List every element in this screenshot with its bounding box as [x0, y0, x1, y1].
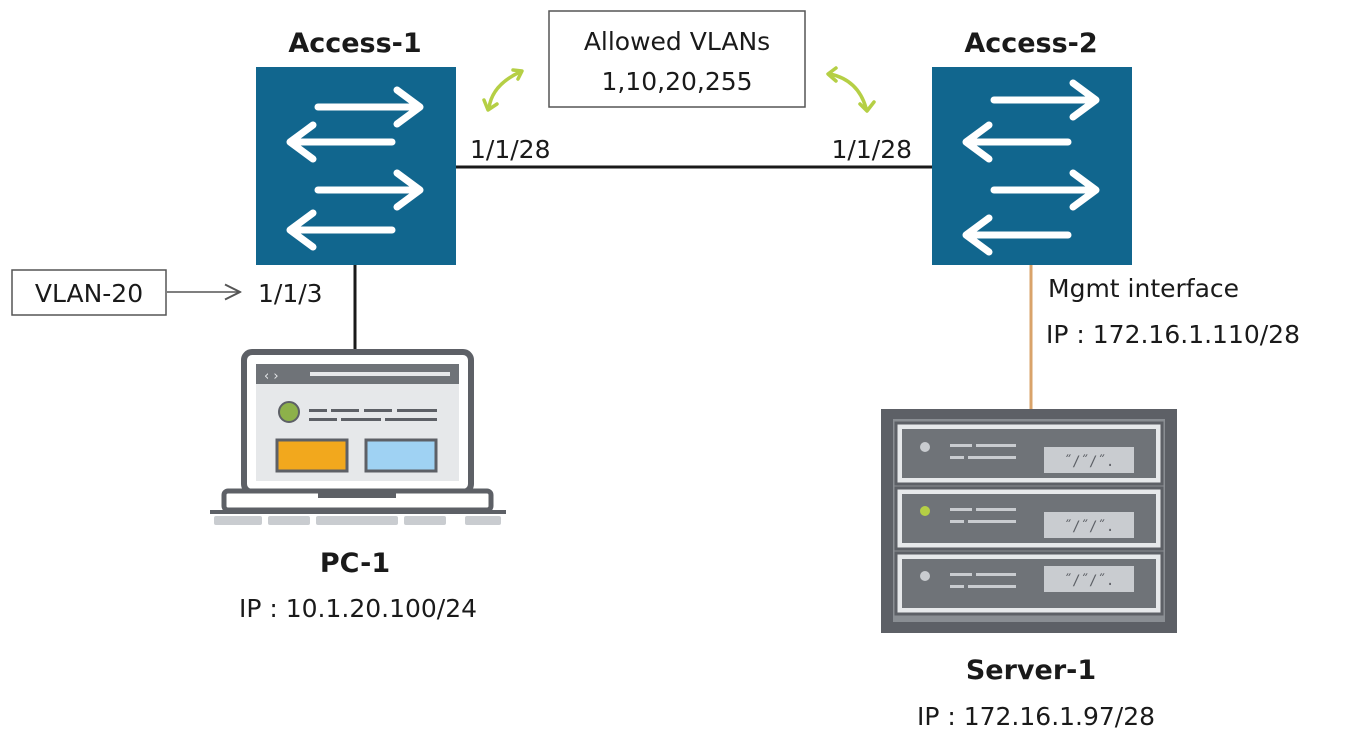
- laptop-icon: ‹ ›: [210, 349, 506, 525]
- access1-pc-port: 1/1/3: [258, 279, 323, 308]
- svg-text:‹ ›: ‹ ›: [264, 369, 279, 384]
- swap-arrows-icon: [482, 68, 524, 112]
- access2-label: Access-2: [964, 28, 1097, 59]
- switch-icon: [256, 67, 456, 265]
- allowed-vlans-box: Allowed VLANs 1,10,20,255: [548, 10, 806, 108]
- svg-text:˝/˝/˝.: ˝/˝/˝.: [1064, 454, 1115, 470]
- switch-arrows-icon: [962, 79, 1100, 256]
- access1-switch[interactable]: Access-1: [256, 28, 456, 265]
- vlan20-label: VLAN-20: [35, 279, 143, 308]
- access1-trunk-port: 1/1/28: [470, 135, 550, 164]
- server-icon: ˝/˝/˝. ˝/˝/˝.: [881, 409, 1177, 633]
- swap-arrows-icon: [826, 66, 876, 113]
- pc1-ip: IP : 10.1.20.100/24: [239, 594, 477, 623]
- access2-trunk-port: 1/1/28: [832, 135, 912, 164]
- access2-switch[interactable]: Access-2: [932, 28, 1132, 265]
- allowed-vlans-list: 1,10,20,255: [601, 67, 752, 96]
- svg-text:˝/˝/˝.: ˝/˝/˝.: [1064, 519, 1115, 535]
- pc1-laptop[interactable]: ‹ › PC-1 IP : 10.1.20.100/24: [210, 349, 506, 623]
- pc1-name: PC-1: [320, 548, 390, 579]
- mgmt-ip: IP : 172.16.1.110/28: [1046, 320, 1300, 349]
- switch-arrows-icon: [286, 86, 424, 251]
- server-bay-2: ˝/˝/˝.: [894, 486, 1164, 551]
- mgmt-interface-label: Mgmt interface: [1048, 274, 1239, 303]
- svg-text:˝/˝/˝.: ˝/˝/˝.: [1064, 573, 1115, 589]
- server1[interactable]: ˝/˝/˝. ˝/˝/˝.: [881, 409, 1177, 731]
- server1-name: Server-1: [966, 655, 1096, 686]
- allowed-vlans-title: Allowed VLANs: [584, 27, 770, 56]
- vlan20-box: VLAN-20: [11, 269, 167, 316]
- server-bay-3: ˝/˝/˝.: [894, 551, 1164, 616]
- server-bay-1: ˝/˝/˝.: [894, 421, 1164, 486]
- access1-label: Access-1: [288, 28, 421, 59]
- server1-ip: IP : 172.16.1.97/28: [917, 702, 1155, 731]
